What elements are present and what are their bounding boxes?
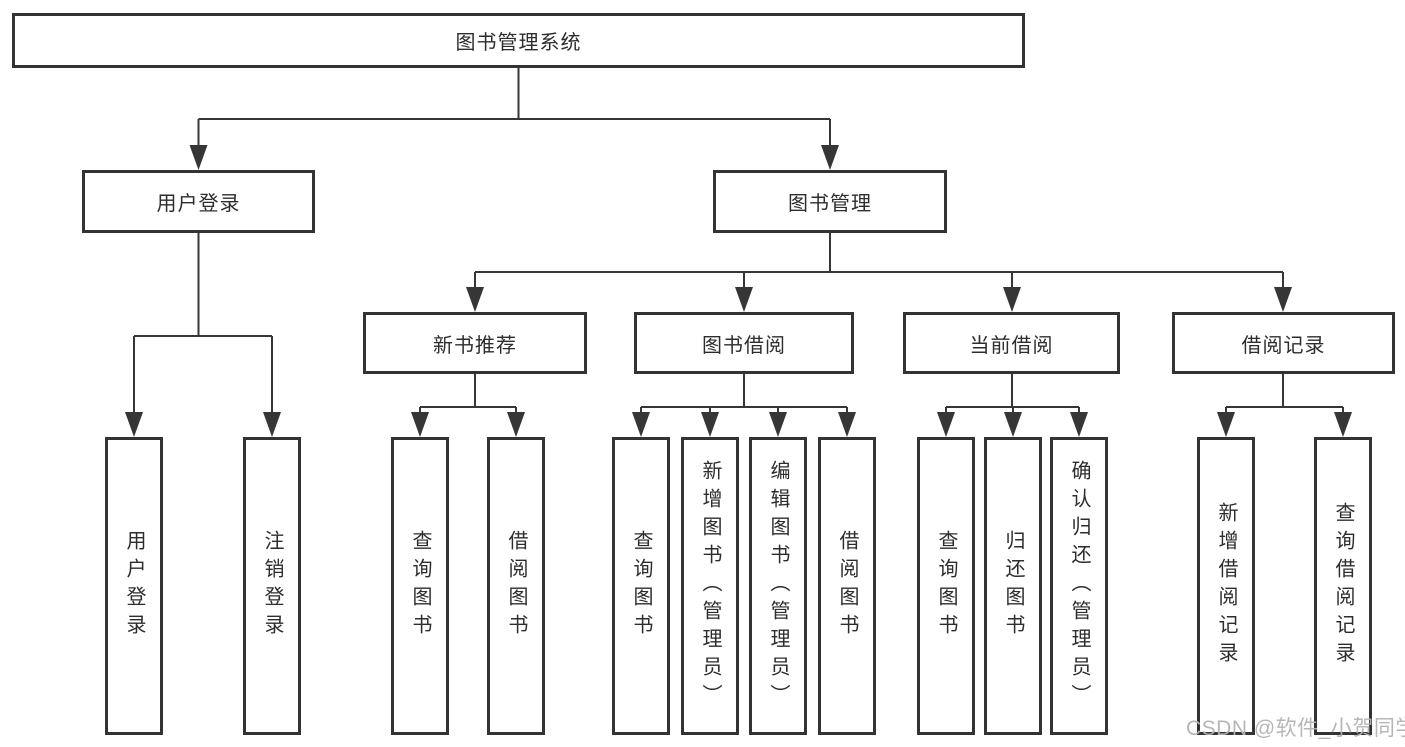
leaf-borrow-query-books: 查询图书 — [612, 437, 670, 735]
node-borrow-records: 借阅记录 — [1172, 312, 1395, 374]
connector-root-to-branches — [189, 68, 839, 170]
connector-book-borrow-to-leaves — [632, 374, 856, 437]
connector-book-management-to-groups — [466, 233, 1292, 312]
leaf-borrow-borrow-books: 借阅图书 — [818, 437, 876, 735]
leaf-recommend-borrow-books: 借阅图书 — [487, 437, 545, 735]
node-book-borrow: 图书借阅 — [634, 312, 854, 374]
connector-current-borrow-to-leaves — [937, 374, 1088, 437]
node-book-management-label: 图书管理 — [788, 193, 872, 215]
leaf-current-return-books: 归还图书 — [984, 437, 1042, 735]
leaf-logout: 注销登录 — [243, 437, 301, 735]
leaf-borrow-edit-books-admin: 编辑图书（管理员） — [749, 437, 807, 735]
node-book-management: 图书管理 — [713, 170, 947, 233]
node-new-book-recommend: 新书推荐 — [363, 312, 587, 374]
leaf-records-add-record: 新增借阅记录 — [1197, 437, 1255, 735]
node-borrow-records-label: 借阅记录 — [1241, 334, 1326, 357]
node-current-borrow: 当前借阅 — [903, 312, 1120, 374]
node-user-login-label: 用户登录 — [156, 193, 241, 215]
leaf-records-query-record: 查询借阅记录 — [1314, 437, 1372, 735]
connector-new-book-recommend-to-leaves — [411, 374, 525, 437]
node-book-borrow-label: 图书借阅 — [702, 334, 786, 357]
connector-user-login-to-leaves — [125, 233, 281, 437]
node-root: 图书管理系统 — [12, 13, 1025, 68]
node-new-book-recommend-label: 新书推荐 — [433, 334, 517, 357]
node-root-label: 图书管理系统 — [455, 32, 582, 54]
watermark: CSDN @软件_小贺同学 — [1186, 717, 1405, 740]
leaf-recommend-query-books: 查询图书 — [391, 437, 449, 735]
leaf-user-login: 用户登录 — [105, 437, 163, 735]
leaf-current-confirm-return-admin: 确认归还（管理员） — [1050, 437, 1108, 735]
leaf-borrow-add-books-admin: 新增图书（管理员） — [681, 437, 739, 735]
connector-borrow-records-to-leaves — [1217, 374, 1352, 437]
node-user-login: 用户登录 — [82, 170, 315, 233]
leaf-current-query-books: 查询图书 — [917, 437, 975, 735]
node-current-borrow-label: 当前借阅 — [969, 334, 1054, 357]
